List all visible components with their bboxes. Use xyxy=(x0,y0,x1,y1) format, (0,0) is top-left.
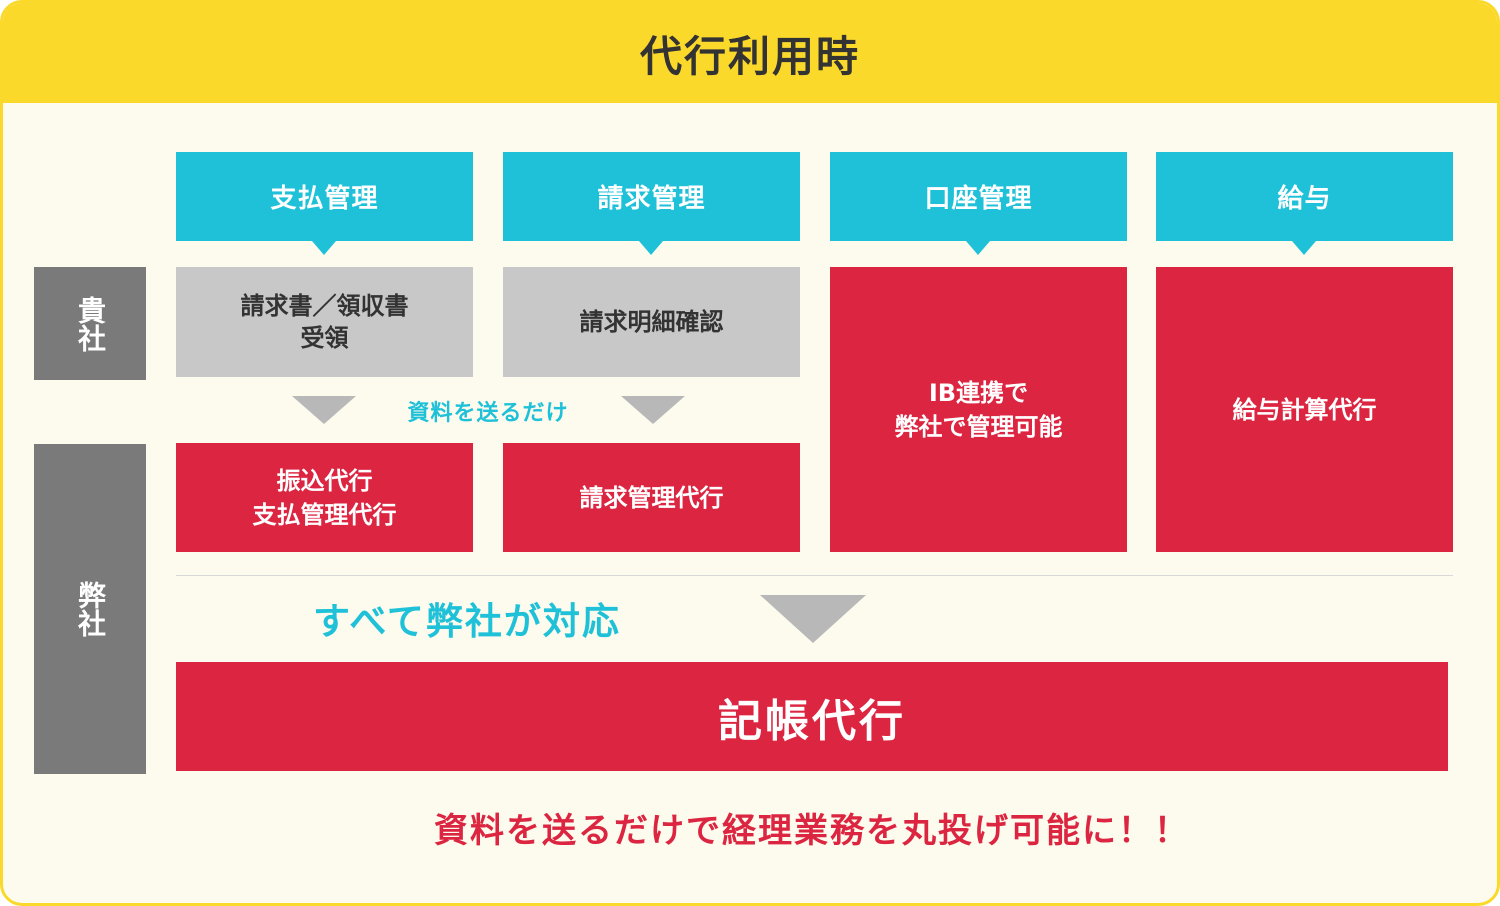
category-payment: 支払管理 xyxy=(176,152,473,241)
client-box-billing-check: 請求明細確認 xyxy=(503,267,800,377)
side-label-client: 貴社 xyxy=(34,267,146,380)
category-account-pointer xyxy=(966,241,990,255)
category-payroll-pointer xyxy=(1292,241,1316,255)
side-label-ours: 弊社 xyxy=(34,444,146,774)
our-box-payment-text: 振込代行 支払管理代行 xyxy=(252,466,397,529)
flow-arrow-billing xyxy=(621,396,685,424)
diagram-title: 代行利用時 xyxy=(639,31,860,81)
our-box-account-text: IB連携で 弊社で管理可能 xyxy=(894,378,1063,441)
category-payment-label: 支払管理 xyxy=(270,184,379,214)
our-box-payroll-text: 給与計算代行 xyxy=(1232,395,1377,424)
divider-line xyxy=(176,575,1453,576)
category-billing-label: 請求管理 xyxy=(597,184,706,214)
category-payroll-label: 給与 xyxy=(1277,184,1332,214)
flow-arrow-payment xyxy=(292,396,356,424)
client-box-invoice-receipt: 請求書／領収書 受領 xyxy=(176,267,473,377)
category-account-label: 口座管理 xyxy=(924,184,1033,214)
flow-arrow-bookkeeping xyxy=(760,595,866,643)
bookkeeping-bar: 記帳代行 xyxy=(176,662,1448,771)
client-box-invoice-receipt-text: 請求書／領収書 受領 xyxy=(240,292,409,352)
category-payment-pointer xyxy=(312,241,336,255)
side-label-ours-text: 弊社 xyxy=(74,581,107,637)
our-box-billing-text: 請求管理代行 xyxy=(579,483,724,512)
flow-hint: 資料を送るだけ xyxy=(407,401,569,426)
our-box-payment: 振込代行 支払管理代行 xyxy=(176,443,473,552)
category-billing-pointer xyxy=(639,241,663,255)
category-account: 口座管理 xyxy=(830,152,1127,241)
category-billing: 請求管理 xyxy=(503,152,800,241)
bookkeeping-label: 記帳代行 xyxy=(718,695,906,747)
all-handled-text: すべて弊社が対応 xyxy=(313,600,621,643)
our-box-payroll: 給与計算代行 xyxy=(1156,267,1453,552)
client-box-billing-check-text: 請求明細確認 xyxy=(579,308,724,336)
side-label-client-text: 貴社 xyxy=(74,295,107,352)
bottom-message: 資料を送るだけで経理業務を丸投げ可能に！！ xyxy=(434,811,1190,851)
header-bar: 代行利用時 xyxy=(3,3,1497,103)
our-box-billing: 請求管理代行 xyxy=(503,443,800,552)
our-box-account: IB連携で 弊社で管理可能 xyxy=(830,267,1127,552)
category-payroll: 給与 xyxy=(1156,152,1453,241)
